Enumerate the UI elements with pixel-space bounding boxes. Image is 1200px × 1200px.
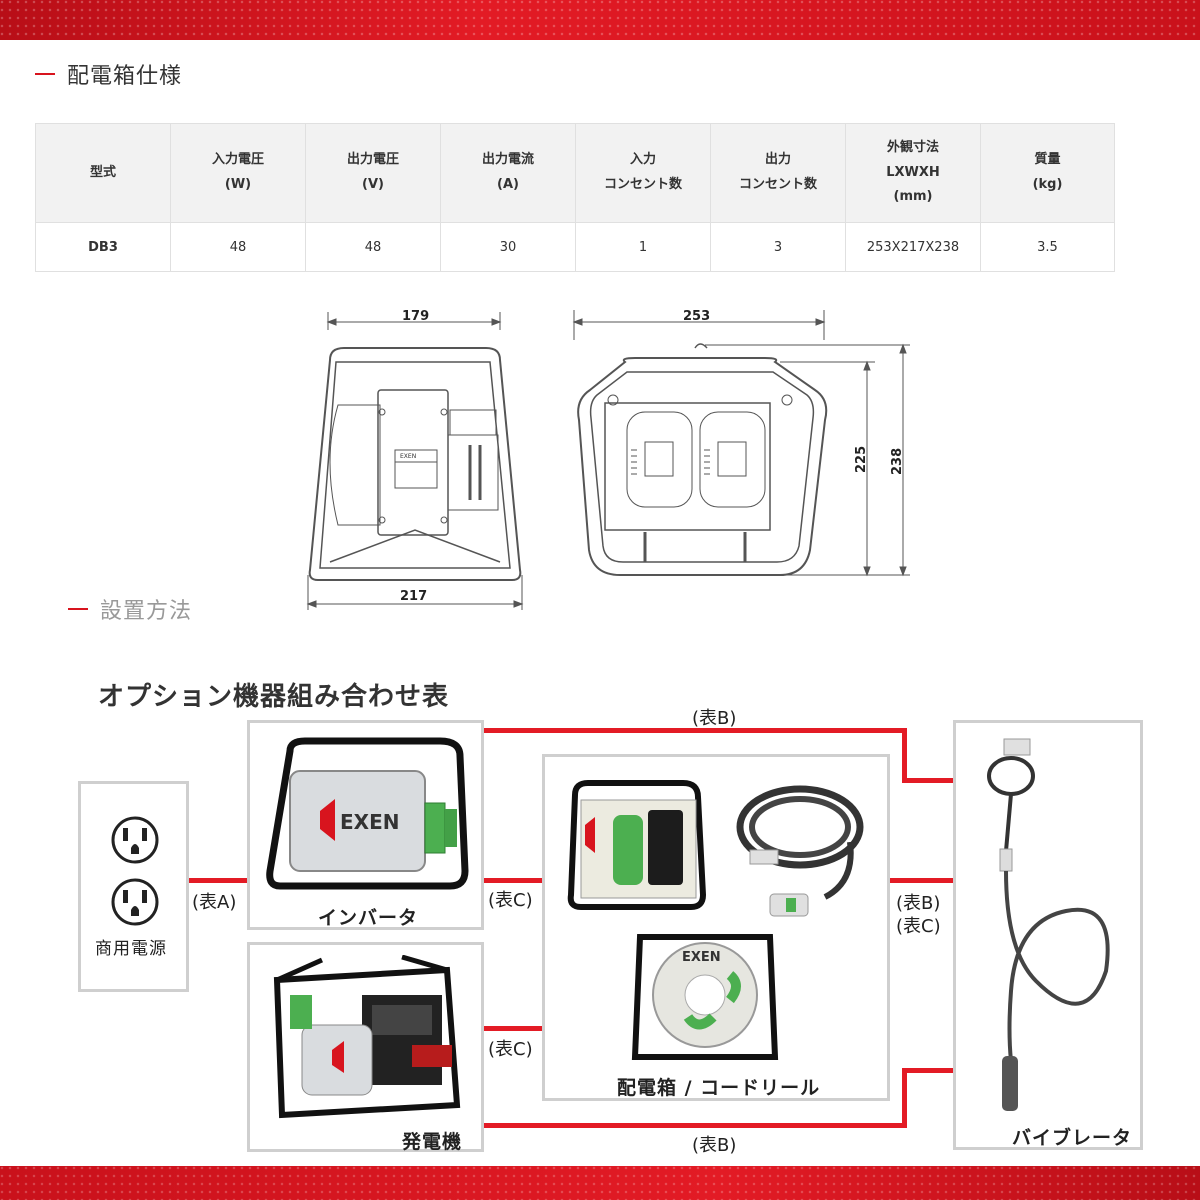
label-table-b-top: (表B) bbox=[692, 708, 737, 729]
label-table-b-mid: (表B) bbox=[896, 893, 941, 914]
vibrator-image bbox=[987, 738, 1110, 1111]
commercial-power-box: 商用電源 bbox=[78, 781, 189, 992]
cell-output-voltage: 48 bbox=[305, 222, 441, 272]
inverter-image: EXEN bbox=[266, 737, 469, 890]
header-input-voltage: 入力電圧 (W) bbox=[170, 123, 306, 223]
combination-title: オプション機器組み合わせ表 bbox=[98, 682, 450, 712]
nameplate-brand: EXEN bbox=[400, 453, 416, 460]
bottom-banner bbox=[0, 1166, 1200, 1200]
table-row: DB3 48 48 30 1 3 253X217X238 3.5 bbox=[35, 222, 1115, 272]
generator-box: 発電機 bbox=[247, 942, 484, 1153]
install-section-title: 設置方法 bbox=[68, 593, 192, 625]
dim-side-top: 179 bbox=[402, 309, 429, 324]
title-dash bbox=[35, 73, 55, 75]
distribution-box-image bbox=[567, 780, 707, 910]
line-generator-distribution bbox=[483, 1026, 543, 1031]
dim-front-top: 253 bbox=[683, 309, 710, 324]
line-top-b-end bbox=[902, 778, 955, 783]
generator-label: 発電機 bbox=[402, 1131, 463, 1153]
line-distribution-vibrator bbox=[889, 878, 955, 883]
line-bottom-b-vertical bbox=[902, 1068, 907, 1128]
line-bottom-b-end bbox=[902, 1068, 955, 1073]
label-table-a: (表A) bbox=[192, 892, 237, 913]
distribution-label: 配電箱 / コードリール bbox=[617, 1077, 821, 1099]
cell-weight: 3.5 bbox=[980, 222, 1115, 272]
outlet-icon bbox=[111, 878, 159, 926]
spec-table: 型式 入力電圧 (W) 出力電圧 (V) 出力電流 (A) 入力 コンセント数 … bbox=[35, 123, 1115, 272]
cell-output-current: 30 bbox=[440, 222, 576, 272]
table-header-row: 型式 入力電圧 (W) 出力電圧 (V) 出力電流 (A) 入力 コンセント数 … bbox=[35, 123, 1115, 223]
distribution-box: EXEN 配電箱 / コードリール bbox=[542, 754, 890, 1101]
install-title-text: 設置方法 bbox=[100, 599, 193, 624]
line-bottom-b bbox=[483, 1123, 907, 1128]
vibrator-label: バイブレータ bbox=[1012, 1127, 1133, 1149]
dim-front-h2: 238 bbox=[890, 448, 905, 475]
side-view-drawing: 179 217 EXEN bbox=[306, 309, 524, 610]
cell-output-outlets: 3 bbox=[710, 222, 846, 272]
extension-cord-image bbox=[736, 785, 864, 917]
commercial-power-label: 商用電源 bbox=[95, 939, 167, 959]
header-output-outlets: 出力 コンセント数 bbox=[710, 123, 846, 223]
cell-dimensions: 253X217X238 bbox=[845, 222, 981, 272]
top-banner bbox=[0, 0, 1200, 40]
line-inverter-distribution bbox=[483, 878, 543, 883]
generator-image bbox=[273, 955, 461, 1119]
inverter-brand: EXEN bbox=[340, 810, 399, 834]
cord-reel-image: EXEN bbox=[631, 934, 779, 1060]
cord-reel-brand: EXEN bbox=[682, 950, 721, 965]
dim-front-h1: 225 bbox=[854, 446, 869, 473]
header-model: 型式 bbox=[35, 123, 171, 223]
front-view-drawing: 253 225 238 bbox=[572, 309, 910, 577]
outlet-icon bbox=[111, 816, 159, 864]
label-table-c-mid: (表C) bbox=[896, 916, 941, 937]
label-table-c-1: (表C) bbox=[488, 890, 533, 911]
line-top-b bbox=[483, 728, 907, 733]
header-weight: 質量 (kg) bbox=[980, 123, 1115, 223]
inverter-box: EXEN インバータ bbox=[247, 720, 484, 930]
label-table-b-bottom: (表B) bbox=[692, 1135, 737, 1156]
spec-title-text: 配電箱仕様 bbox=[67, 64, 183, 89]
title-dash bbox=[68, 608, 88, 610]
header-dimensions: 外観寸法 LXWXH (mm) bbox=[845, 123, 981, 223]
cell-input-outlets: 1 bbox=[575, 222, 711, 272]
spec-section-title: 配電箱仕様 bbox=[35, 58, 182, 90]
header-input-outlets: 入力 コンセント数 bbox=[575, 123, 711, 223]
vibrator-box: バイブレータ bbox=[953, 720, 1143, 1150]
header-output-voltage: 出力電圧 (V) bbox=[305, 123, 441, 223]
header-output-current: 出力電流 (A) bbox=[440, 123, 576, 223]
line-power-inverter bbox=[188, 878, 248, 883]
label-table-c-2: (表C) bbox=[488, 1039, 533, 1060]
line-top-b-vertical bbox=[902, 728, 907, 783]
dim-side-bottom: 217 bbox=[400, 589, 427, 604]
cell-input-voltage: 48 bbox=[170, 222, 306, 272]
inverter-label: インバータ bbox=[318, 907, 419, 929]
cell-model: DB3 bbox=[35, 222, 171, 272]
